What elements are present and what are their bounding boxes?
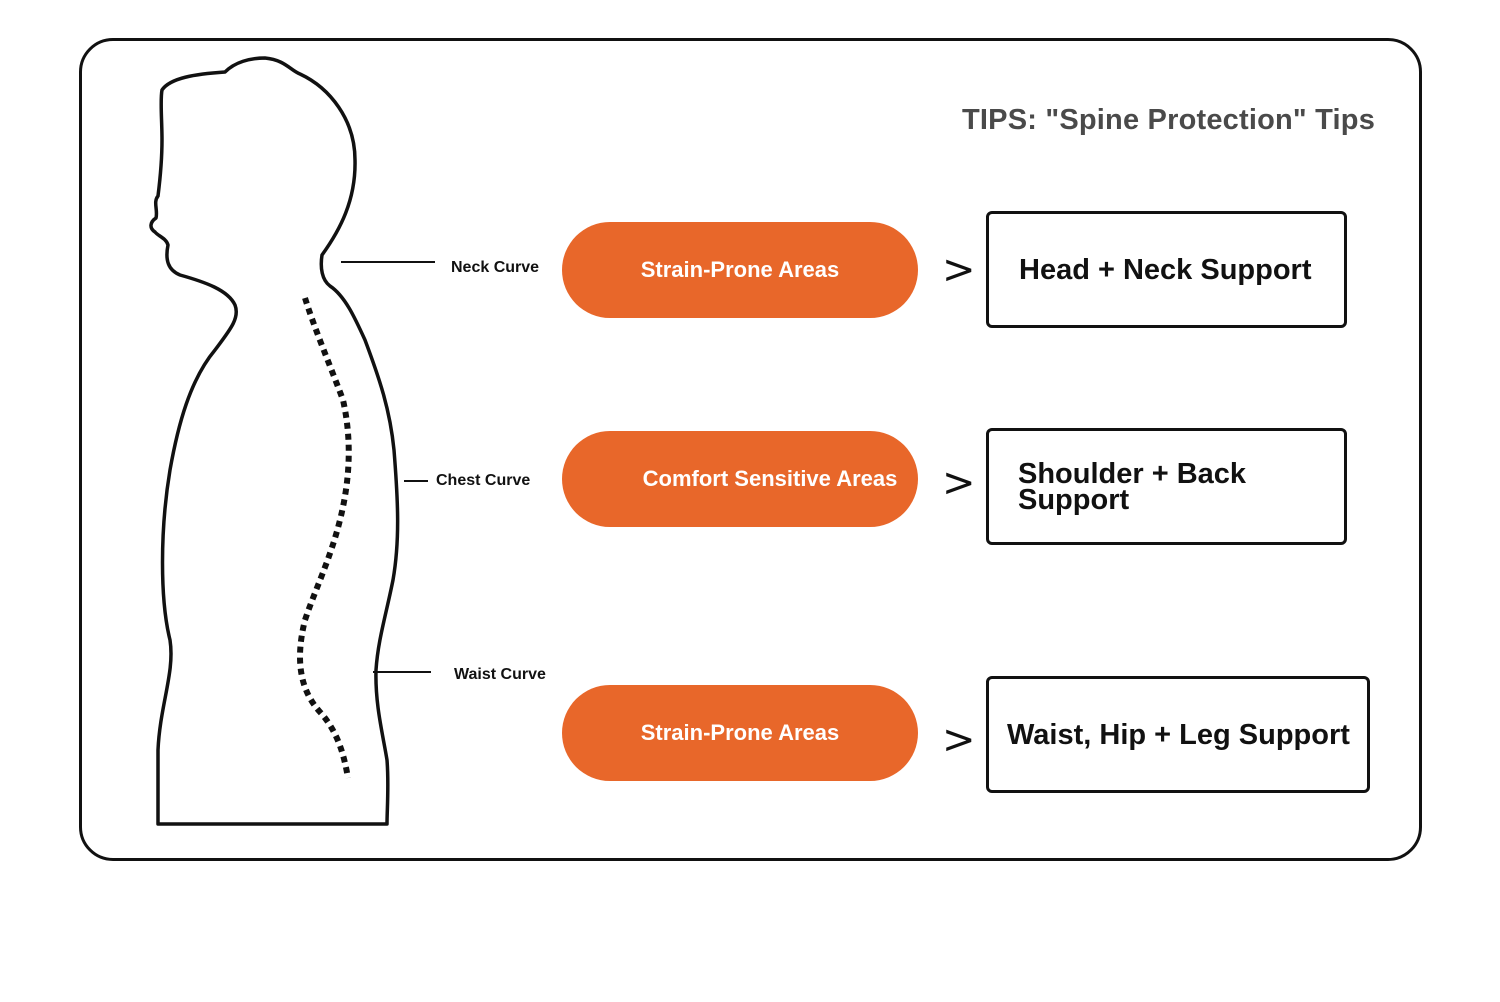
shoulder-back-support-box: Shoulder + Back Support [986, 428, 1347, 545]
pill-label: Strain-Prone Areas [640, 720, 840, 745]
waist-curve-label: Waist Curve [454, 666, 546, 683]
chest-curve-label: Chest Curve [436, 472, 531, 489]
support-label: Waist, Hip + Leg Support [1007, 718, 1350, 751]
pill-label: Strain-Prone Areas [640, 257, 840, 282]
waist-hip-leg-support-box: Waist, Hip + Leg Support [986, 676, 1370, 793]
strain-prone-areas-pill-waist: Strain-Prone Areas [562, 685, 918, 781]
arrow-icon: > [942, 247, 976, 293]
support-label: Shoulder + Back Support [1018, 457, 1247, 516]
neck-curve-label: Neck Curve [451, 259, 540, 276]
arrow-icon: > [942, 460, 976, 506]
strain-prone-areas-pill-neck: Strain-Prone Areas [562, 222, 918, 318]
support-label: Head + Neck Support [1019, 253, 1312, 286]
head-neck-support-box: Head + Neck Support [986, 211, 1347, 328]
page-title: TIPS: "Spine Protection" Tips [962, 104, 1376, 136]
arrow-icon: > [942, 717, 976, 763]
comfort-sensitive-areas-pill: Comfort Sensitive Areas [562, 431, 918, 527]
pill-label: Comfort Sensitive Areas [642, 466, 898, 491]
